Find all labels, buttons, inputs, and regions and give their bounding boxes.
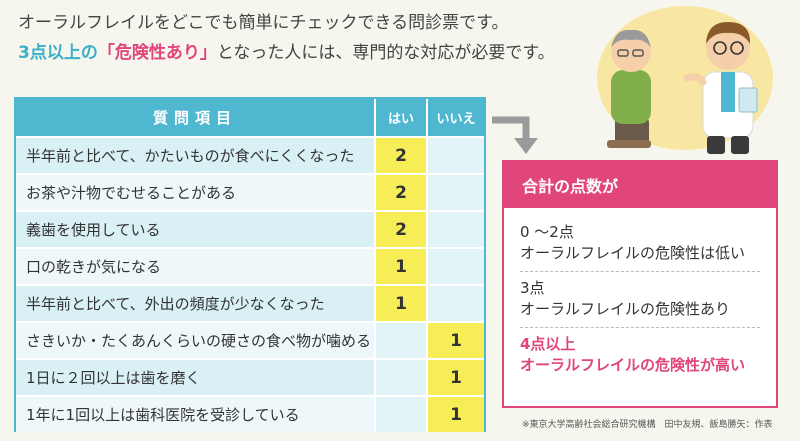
intro-highlight-threshold: 3点以上の <box>18 43 98 63</box>
table-row: 口の乾きが気になる 1 <box>16 247 484 284</box>
row-yes-score: 2 <box>376 138 428 173</box>
row-question: お茶や汁物でむせることがある <box>16 175 376 210</box>
row-question: さきいか・たくあんくらいの硬さの食べ物が噛める <box>16 323 376 358</box>
row-no-score <box>428 286 484 321</box>
header-yes: はい <box>376 99 428 136</box>
row-yes-score <box>376 323 428 358</box>
row-no-score <box>428 175 484 210</box>
score-points: 4点以上 <box>520 335 576 353</box>
intro-line-2-rest: となった人には、専門的な対応が必要です。 <box>216 43 555 63</box>
score-item-low: 0 ～2点 オーラルフレイルの危険性は低い <box>520 216 760 272</box>
score-item-high: 4点以上 オーラルフレイルの危険性が高い <box>520 328 760 383</box>
row-question: 半年前と比べて、かたいものが食べにくくなった <box>16 138 376 173</box>
score-box-title: 合計の点数が <box>504 162 776 208</box>
row-yes-score: 1 <box>376 286 428 321</box>
table-row: 1年に1回以上は歯科医院を受診している 1 <box>16 395 484 432</box>
row-yes-score: 2 <box>376 175 428 210</box>
intro-line-1: オーラルフレイルをどこでも簡単にチェックできる問診票です。 <box>18 13 509 33</box>
row-no-score: 1 <box>428 323 484 358</box>
score-points: 3点 <box>520 279 545 297</box>
score-list: 0 ～2点 オーラルフレイルの危険性は低い 3点 オーラルフレイルの危険性あり … <box>504 208 776 383</box>
score-result-box: 合計の点数が 0 ～2点 オーラルフレイルの危険性は低い 3点 オーラルフレイル… <box>502 160 778 408</box>
row-yes-score: 2 <box>376 212 428 247</box>
table-row: さきいか・たくあんくらいの硬さの食べ物が噛める 1 <box>16 321 484 358</box>
score-points: 0 ～2点 <box>520 223 574 241</box>
row-no-score: 1 <box>428 360 484 395</box>
doctor-patient-illustration <box>597 6 773 154</box>
intro-line-2: 3点以上の「危険性あり」となった人には、専門的な対応が必要です。 <box>18 40 578 66</box>
table-header: 質問項目 はい いいえ <box>16 99 484 136</box>
table-row: 半年前と比べて、外出の頻度が少なくなった 1 <box>16 284 484 321</box>
row-no-score <box>428 212 484 247</box>
score-description: オーラルフレイルの危険性が高い <box>520 356 746 374</box>
row-question: 半年前と比べて、外出の頻度が少なくなった <box>16 286 376 321</box>
row-question: 義歯を使用している <box>16 212 376 247</box>
row-no-score <box>428 249 484 284</box>
score-description: オーラルフレイルの危険性あり <box>520 300 731 318</box>
row-question: 1日に２回以上は歯を磨く <box>16 360 376 395</box>
table-row: お茶や汁物でむせることがある 2 <box>16 173 484 210</box>
table-row: 1日に２回以上は歯を磨く 1 <box>16 358 484 395</box>
table-row: 半年前と比べて、かたいものが食べにくくなった 2 <box>16 136 484 173</box>
row-question: 1年に1回以上は歯科医院を受診している <box>16 397 376 432</box>
arrow-down-right-icon <box>492 116 538 154</box>
row-question: 口の乾きが気になる <box>16 249 376 284</box>
source-credit: ※東京大学高齢社会総合研究機構 田中友規、飯島勝矢：作表 <box>522 420 773 430</box>
row-no-score <box>428 138 484 173</box>
header-no: いいえ <box>436 112 476 127</box>
row-no-score: 1 <box>428 397 484 432</box>
score-item-risk: 3点 オーラルフレイルの危険性あり <box>520 272 760 328</box>
row-yes-score: 1 <box>376 249 428 284</box>
score-description: オーラルフレイルの危険性は低い <box>520 244 746 262</box>
table-row: 義歯を使用している 2 <box>16 210 484 247</box>
intro-highlight-risk: 「危険性あり」 <box>97 43 217 63</box>
questionnaire-table: 質問項目 はい いいえ 半年前と比べて、かたいものが食べにくくなった 2 お茶や… <box>14 97 486 432</box>
intro-text: オーラルフレイルをどこでも簡単にチェックできる問診票です。 3点以上の「危険性あ… <box>18 10 578 66</box>
row-yes-score <box>376 360 428 395</box>
row-yes-score <box>376 397 428 432</box>
header-question: 質問項目 <box>16 99 376 136</box>
